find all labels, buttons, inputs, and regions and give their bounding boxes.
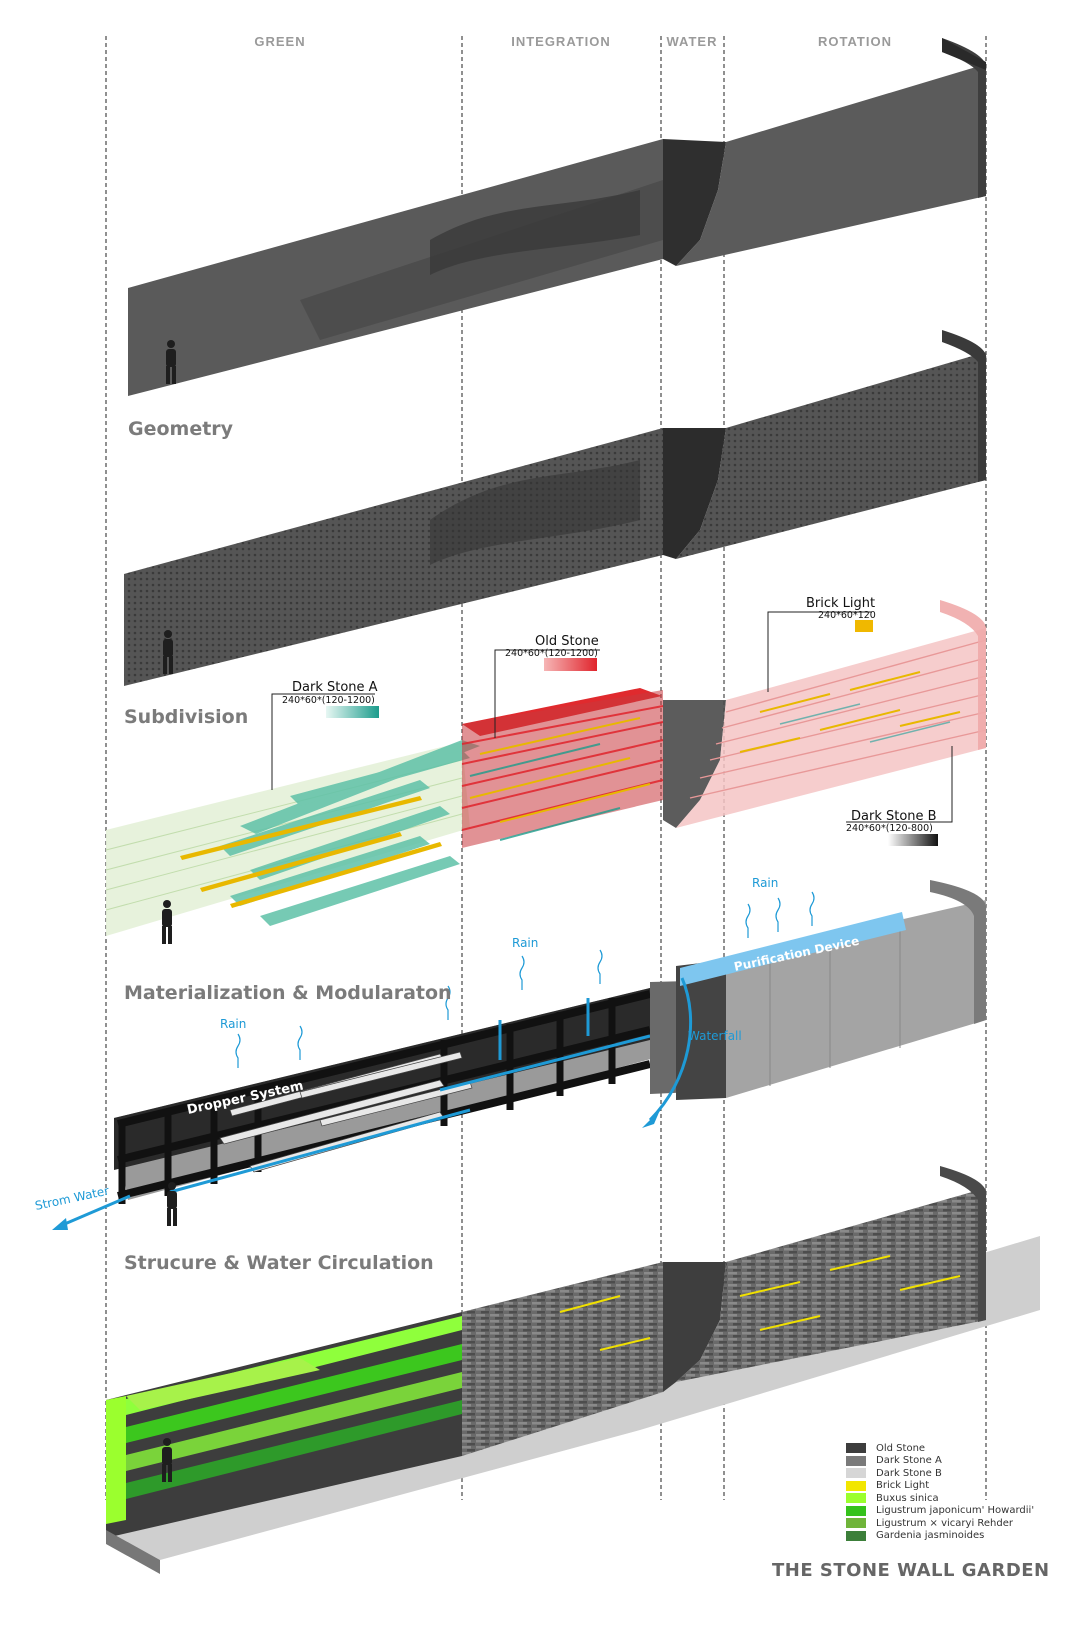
callout-title-dark-stone-a: Dark Stone A [292, 680, 378, 695]
zone-label-integration: INTEGRATION [511, 34, 611, 49]
legend-label: Brick Light [876, 1480, 930, 1492]
legend-item: Dark Stone B [846, 1467, 1034, 1480]
legend-swatch [846, 1443, 866, 1454]
legend-item: Gardenia jasminoides [846, 1530, 1034, 1543]
zone-label-green: GREEN [254, 34, 306, 49]
leader-dark-stone-b [846, 746, 953, 823]
legend-swatch [846, 1530, 866, 1541]
person-silhouette [162, 900, 172, 944]
swatch-brick-light [855, 620, 873, 632]
storm-water-arrow [59, 1194, 131, 1228]
leader-dark-stone-a [271, 693, 375, 790]
waterfall-arrow [648, 977, 693, 1122]
person-silhouette [162, 1438, 172, 1482]
callout-title-brick-light: Brick Light [806, 596, 876, 611]
stage-label-structure: Strucure & Water Circulation [124, 1252, 434, 1274]
materialization-wall [105, 600, 987, 936]
callout-dim-brick-light: 240*60*120 [818, 610, 876, 621]
callout-title-old-stone: Old Stone [535, 634, 599, 649]
legend-label: Gardenia jasminoides [876, 1530, 985, 1542]
legend-swatch [846, 1468, 866, 1479]
stage-label-materialization: Materialization & Modularaton [124, 982, 452, 1004]
callout-dim-old-stone: 240*60*(120-1200) [505, 648, 598, 659]
page-title: THE STONE WALL GARDEN [772, 1560, 1050, 1581]
leader-old-stone [494, 649, 600, 738]
leader-brick-light [767, 611, 872, 692]
legend-item: Ligustrum japonicum' Howardii' [846, 1505, 1034, 1518]
geometry-wall [128, 38, 987, 396]
legend-swatch [846, 1505, 866, 1516]
legend-swatch [846, 1493, 866, 1504]
legend-label: Dark Stone A [876, 1455, 942, 1467]
callout-title-dark-stone-b: Dark Stone B [851, 809, 937, 824]
callout-leaders [271, 611, 953, 823]
rain-label-materialization: Rain [752, 876, 779, 890]
structure-frame [114, 880, 987, 1204]
legend-item: Brick Light [846, 1480, 1034, 1493]
callout-dim-dark-stone-a: 240*60*(120-1200) [282, 695, 375, 706]
zone-label-water: WATER [666, 34, 718, 49]
rain-arrows [235, 891, 815, 1068]
legend-item: Buxus sinica [846, 1492, 1034, 1505]
waterfall-arrowhead [642, 1110, 660, 1128]
swatch-dark-stone-b [888, 834, 938, 846]
callout-dim-dark-stone-b: 240*60*(120-800) [846, 823, 933, 834]
waterfall-label: Waterfall [688, 1029, 742, 1043]
zone-label-rotation: ROTATION [818, 34, 892, 49]
legend-swatch [846, 1480, 866, 1491]
stage-label-geometry: Geometry [128, 418, 234, 440]
rain-label-integration: Rain [512, 936, 539, 950]
legend-swatch [846, 1518, 866, 1529]
storm-water-arrowhead [52, 1218, 68, 1230]
legend-label: Old Stone [876, 1442, 926, 1454]
person-silhouette [167, 1182, 177, 1226]
stage-label-subdivision: Subdivision [124, 706, 249, 728]
legend-label: Dark Stone B [876, 1467, 942, 1479]
rain-label-green: Rain [220, 1017, 247, 1031]
person-silhouette [166, 340, 176, 384]
subdivision-wall [124, 330, 987, 686]
swatch-dark-stone-a [326, 706, 379, 718]
legend-swatch [846, 1455, 866, 1466]
legend-label: Ligustrum japonicum' Howardii' [876, 1505, 1035, 1517]
legend-item: Ligustrum × vicaryi Rehder [846, 1517, 1034, 1530]
legend-label: Buxus sinica [876, 1492, 939, 1504]
legend-item: Dark Stone A [846, 1455, 1034, 1468]
legend-item: Old Stone [846, 1442, 1034, 1455]
legend-label: Ligustrum × vicaryi Rehder [876, 1517, 1014, 1529]
person-silhouette [163, 630, 173, 674]
garden-wall [106, 1166, 1040, 1574]
swatch-old-stone [544, 658, 597, 671]
